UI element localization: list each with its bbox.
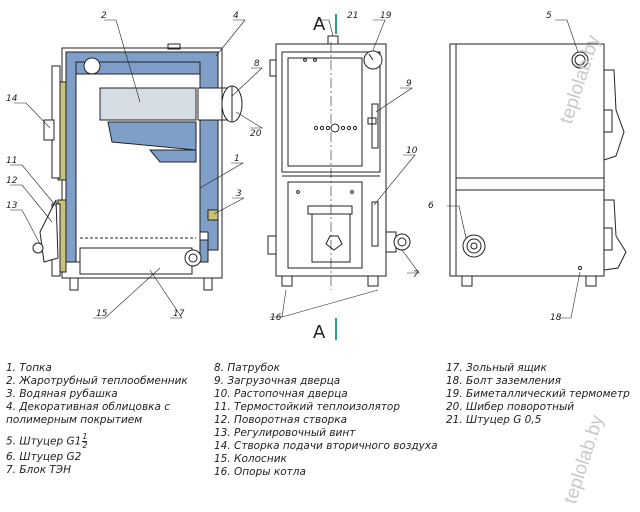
callout-2: 2 xyxy=(101,11,107,21)
callout-9: 9 xyxy=(406,79,412,89)
callout-17: 17 xyxy=(173,309,185,319)
baffle-lower xyxy=(148,149,197,163)
callout-12: 12 xyxy=(6,176,18,186)
front-view xyxy=(267,14,411,340)
callout-18: 18 xyxy=(550,313,562,323)
callout-4: 4 xyxy=(233,11,239,21)
legend-column-2: 8. Патрубок 9. Загрузочная дверца 10. Ра… xyxy=(214,362,438,479)
callout-13: 13 xyxy=(6,201,18,211)
leader-lines xyxy=(10,19,581,319)
legend-item: 13. Регулировочный винт xyxy=(214,427,356,439)
callout-1: 1 xyxy=(234,154,240,164)
section-mark-top: A xyxy=(313,14,326,35)
legend-item: 15. Колосник xyxy=(214,453,287,465)
callout-5: 5 xyxy=(546,11,552,21)
side-view xyxy=(449,43,627,287)
legend-item: 4. Декоративная облицовка с xyxy=(6,401,171,413)
callout-7: 7 xyxy=(413,270,419,280)
legend-column-1: 1. Топка 2. Жаротрубный теплообменник 3.… xyxy=(6,362,188,477)
jacket-top xyxy=(75,61,201,75)
legend-item: 3. Водяная рубашка xyxy=(6,388,118,400)
callout-19: 19 xyxy=(380,11,392,21)
callout-numbers: 2 4 8 20 1 3 14 11 12 13 15 17 21 19 9 1… xyxy=(6,11,562,343)
legend-item: 16. Опоры котла xyxy=(214,466,306,478)
callout-3: 3 xyxy=(236,189,242,199)
legend-item: 17. Зольный ящик xyxy=(446,362,547,374)
lower-door xyxy=(287,181,363,269)
callout-20: 20 xyxy=(250,129,262,139)
callout-16: 16 xyxy=(270,313,282,323)
legend-item: полимерным покрытием xyxy=(6,414,143,426)
section-mark-bottom: A xyxy=(313,322,326,343)
legend-column-3: 17. Зольный ящик 18. Болт заземления 19.… xyxy=(446,362,630,427)
callout-6: 6 xyxy=(428,201,434,211)
legend-item: 12. Поворотная створка xyxy=(214,414,348,426)
air-vents xyxy=(313,123,358,133)
legend-item: 18. Болт заземления xyxy=(446,375,561,387)
callout-21: 21 xyxy=(347,11,358,21)
legend-item: 9. Загрузочная дверца xyxy=(214,375,341,387)
callout-15: 15 xyxy=(96,309,108,319)
port-circle xyxy=(83,57,101,75)
legend-item: 1. Топка xyxy=(6,362,52,374)
legend-item: 11. Термостойкий теплоизолятор xyxy=(214,401,401,413)
ash-pan xyxy=(79,247,193,275)
legend-item: 14. Створка подачи вторичного воздуха xyxy=(214,440,438,452)
heat-exchanger xyxy=(99,87,197,121)
legend-item: 19. Биметаллический термометр xyxy=(446,388,630,400)
legend-item: 6. Штуцер G2 xyxy=(6,451,82,463)
callout-11: 11 xyxy=(6,156,17,166)
legend-item: 7. Блок ТЭН xyxy=(6,464,72,476)
legend-item: 21. Штуцер G 0,5 xyxy=(446,414,542,426)
callout-10: 10 xyxy=(406,146,418,156)
callout-14: 14 xyxy=(6,94,18,104)
legend-item: 8. Патрубок xyxy=(214,362,280,374)
legend-item: 10. Растопочная дверца xyxy=(214,388,348,400)
legend-item: 2. Жаротрубный теплообменник xyxy=(6,375,188,387)
upper-door xyxy=(287,57,363,167)
port-g1 xyxy=(571,51,589,69)
section-view xyxy=(32,43,243,291)
legend-item: 20. Шибер поворотный xyxy=(446,401,575,413)
callout-8: 8 xyxy=(254,59,260,69)
port-g2 xyxy=(462,234,486,258)
